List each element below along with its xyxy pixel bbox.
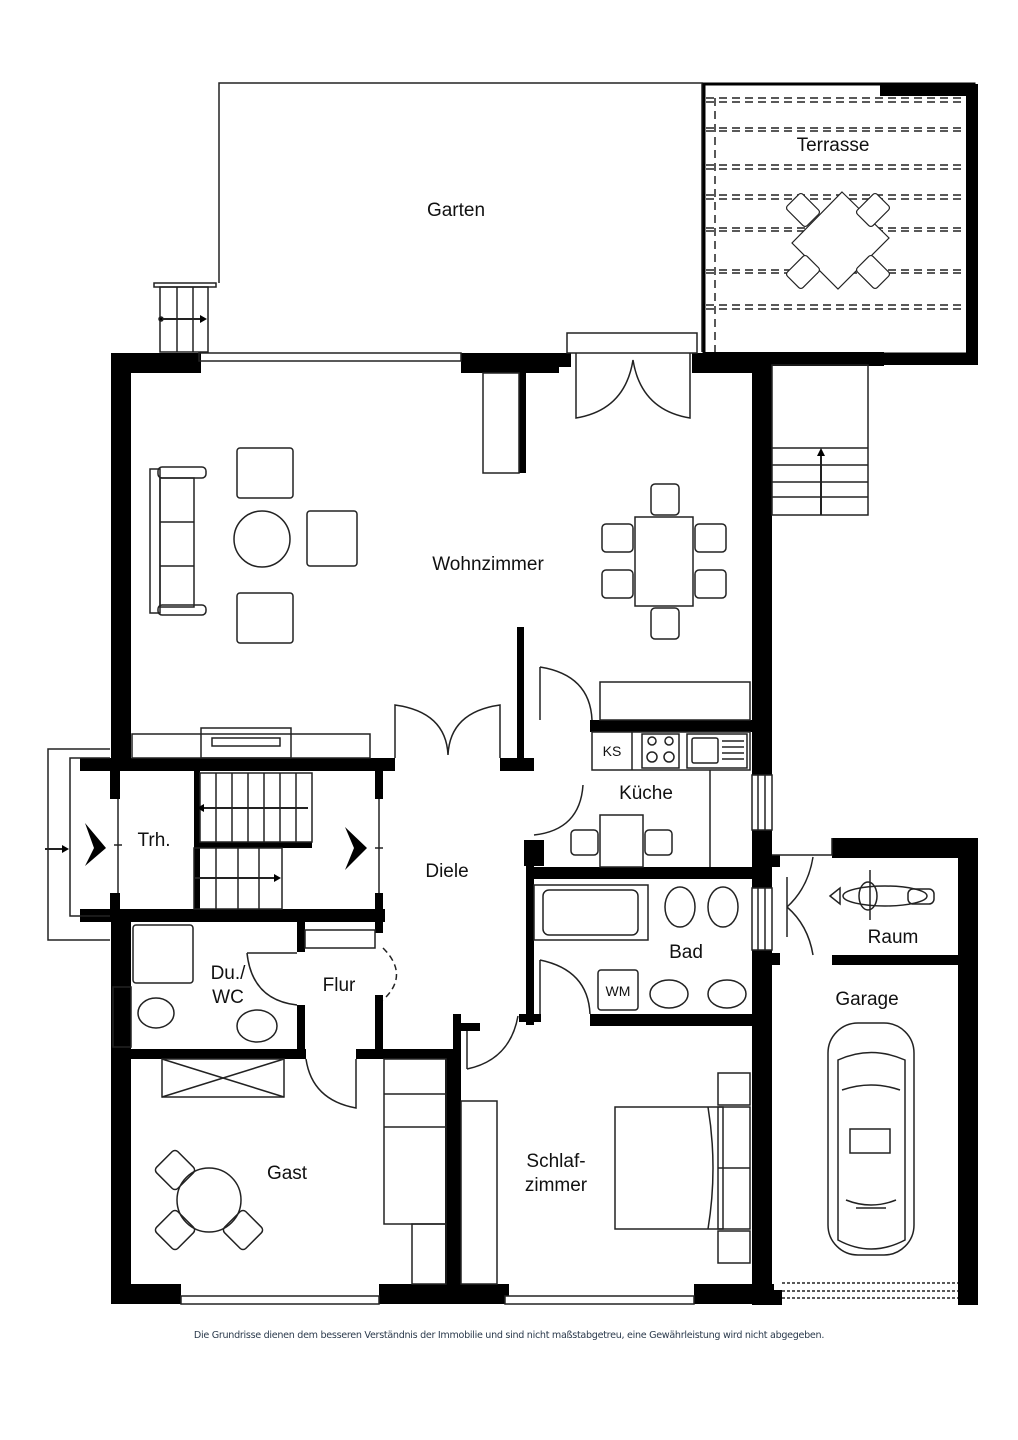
room-label-garage: Garage	[835, 989, 899, 1010]
room-label-terrasse: Terrasse	[796, 135, 870, 156]
room-label-flur: Flur	[322, 975, 356, 996]
room-label-wohnzimmer: Wohnzimmer	[432, 554, 544, 575]
disclaimer-text: Die Grundrisse dienen dem besseren Verst…	[193, 1330, 825, 1341]
room-label-schlafzimmer: Schlaf- zimmer	[524, 1151, 588, 1196]
washing-machine-label: WM	[605, 983, 631, 999]
room-label-diele: Diele	[425, 861, 469, 882]
terrace-drawing	[702, 82, 978, 366]
room-label-kueche: Küche	[619, 783, 673, 804]
garden-outline	[218, 82, 703, 352]
room-label-dusche-wc: Du./ WC	[210, 963, 246, 1008]
room-label-treppenhaus: Trh.	[137, 830, 171, 851]
room-label-gast: Gast	[266, 1163, 308, 1184]
room-label-bad: Bad	[669, 942, 703, 963]
garden-steps	[153, 282, 217, 353]
window	[198, 352, 462, 362]
room-label-raum: Raum	[867, 927, 919, 948]
room-label-garten: Garten	[426, 200, 486, 221]
walls	[80, 353, 978, 1305]
fridge-label: KS	[602, 743, 622, 759]
